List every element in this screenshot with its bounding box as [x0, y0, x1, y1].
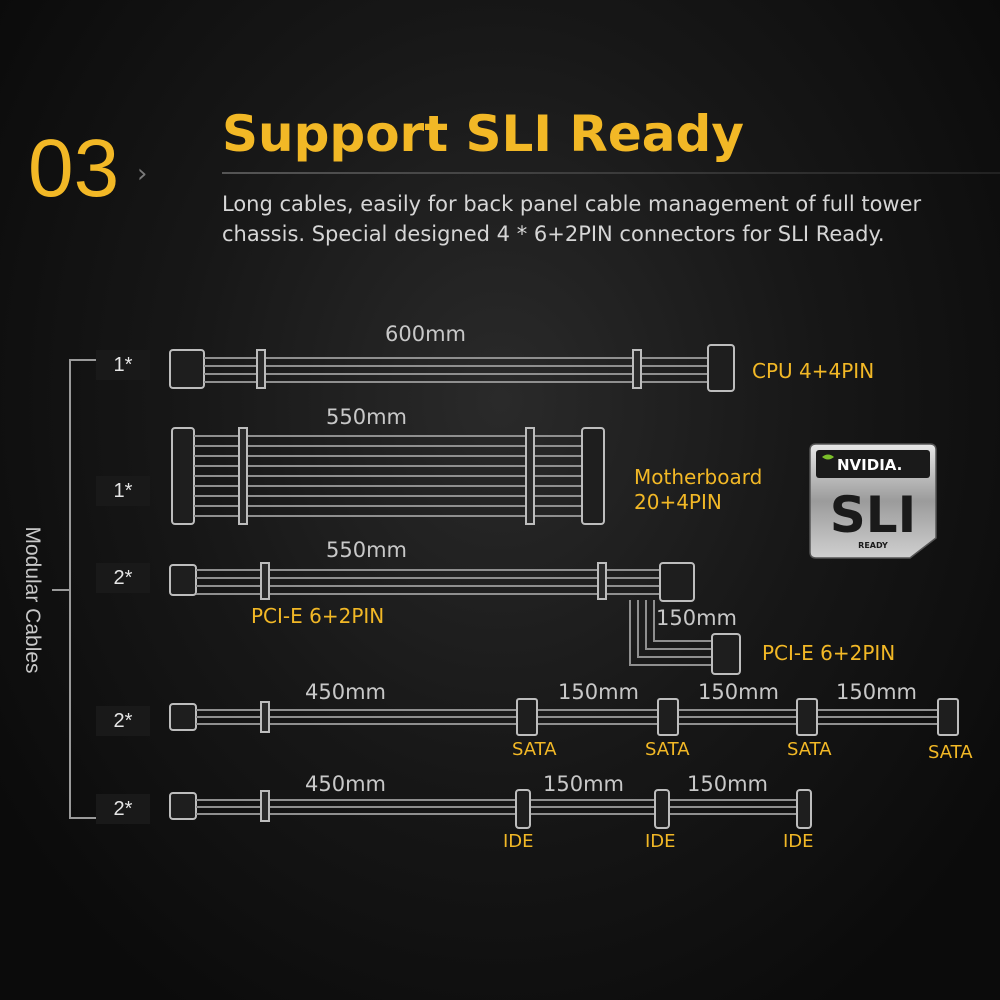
- plug-psu-sata: [169, 703, 197, 731]
- divider: [222, 172, 1000, 174]
- sata-connector: [937, 698, 959, 736]
- plug-pcie-1: [659, 562, 695, 602]
- label-motherboard-line-2: 20+4PIN: [634, 490, 722, 514]
- label-motherboard-line-1: Motherboard: [634, 465, 763, 489]
- label-sata-3: SATA: [787, 739, 832, 760]
- label-cpu: CPU 4+4PIN: [752, 359, 875, 383]
- sata-connector: [657, 698, 679, 736]
- plug-psu-motherboard: [171, 427, 195, 525]
- cable-sata: [169, 698, 959, 736]
- qty-cpu: 1*: [96, 350, 150, 380]
- cable-motherboard: [171, 427, 605, 525]
- qty-ide: 2*: [96, 794, 150, 824]
- sata-connector: [796, 698, 818, 736]
- plug-motherboard: [581, 427, 605, 525]
- badge-brand: NVIDIA.: [837, 456, 902, 474]
- badge-mark: SLI: [830, 486, 916, 544]
- badge-sub: READY: [858, 541, 888, 550]
- length-sata-seg-3: 150mm: [836, 680, 917, 704]
- description: Long cables, easily for back panel cable…: [222, 189, 921, 249]
- length-ide: 450mm: [305, 772, 386, 796]
- length-motherboard: 550mm: [326, 405, 407, 429]
- plug-cpu: [707, 344, 735, 392]
- description-line-1: Long cables, easily for back panel cable…: [222, 192, 922, 216]
- label-motherboard: Motherboard 20+4PIN: [634, 465, 762, 515]
- plug-psu-cpu: [169, 349, 205, 389]
- label-pcie-branch: PCI-E 6+2PIN: [762, 641, 896, 665]
- description-line-2: chassis. Special designed 4 * 6+2PIN con…: [222, 222, 885, 246]
- chevron-right-icon: ›: [137, 159, 148, 189]
- section-number: 03: [28, 123, 120, 214]
- group-bracket: [69, 359, 98, 819]
- plug-psu-ide: [169, 792, 197, 820]
- cable-tie: [238, 427, 248, 525]
- length-ide-seg-1: 150mm: [543, 772, 624, 796]
- qty-sata: 2*: [96, 706, 150, 736]
- group-label: Modular Cables: [21, 526, 44, 674]
- plug-psu-pcie: [169, 564, 197, 596]
- length-sata-seg-1: 150mm: [558, 680, 639, 704]
- headline: Support SLI Ready: [222, 105, 744, 163]
- plug-pcie-2: [711, 633, 741, 675]
- cable-ide: [169, 789, 812, 829]
- cable-tie: [260, 701, 270, 733]
- cable-tie: [632, 349, 642, 389]
- length-pcie-branch: 150mm: [656, 606, 737, 630]
- length-pcie: 550mm: [326, 538, 407, 562]
- length-sata: 450mm: [305, 680, 386, 704]
- qty-motherboard: 1*: [96, 476, 150, 506]
- cable-pcie: [169, 562, 741, 675]
- label-pcie: PCI-E 6+2PIN: [251, 604, 385, 628]
- sata-connector: [516, 698, 538, 736]
- cable-tie: [256, 349, 266, 389]
- cable-tie: [260, 562, 270, 600]
- ide-connector: [515, 789, 531, 829]
- label-ide-3: IDE: [783, 831, 814, 852]
- length-ide-seg-2: 150mm: [687, 772, 768, 796]
- cable-tie: [597, 562, 607, 600]
- label-sata-1: SATA: [512, 739, 557, 760]
- length-cpu: 600mm: [385, 322, 466, 346]
- qty-pcie: 2*: [96, 563, 150, 593]
- cable-cpu: [169, 344, 735, 392]
- label-ide-2: IDE: [645, 831, 676, 852]
- label-sata-4: SATA: [928, 742, 973, 763]
- length-sata-seg-2: 150mm: [698, 680, 779, 704]
- sli-ready-logo: NVIDIA. SLI READY: [809, 443, 937, 559]
- ide-connector: [654, 789, 670, 829]
- label-sata-2: SATA: [645, 739, 690, 760]
- label-ide-1: IDE: [503, 831, 534, 852]
- cable-tie: [260, 790, 270, 822]
- cable-tie: [525, 427, 535, 525]
- ide-connector: [796, 789, 812, 829]
